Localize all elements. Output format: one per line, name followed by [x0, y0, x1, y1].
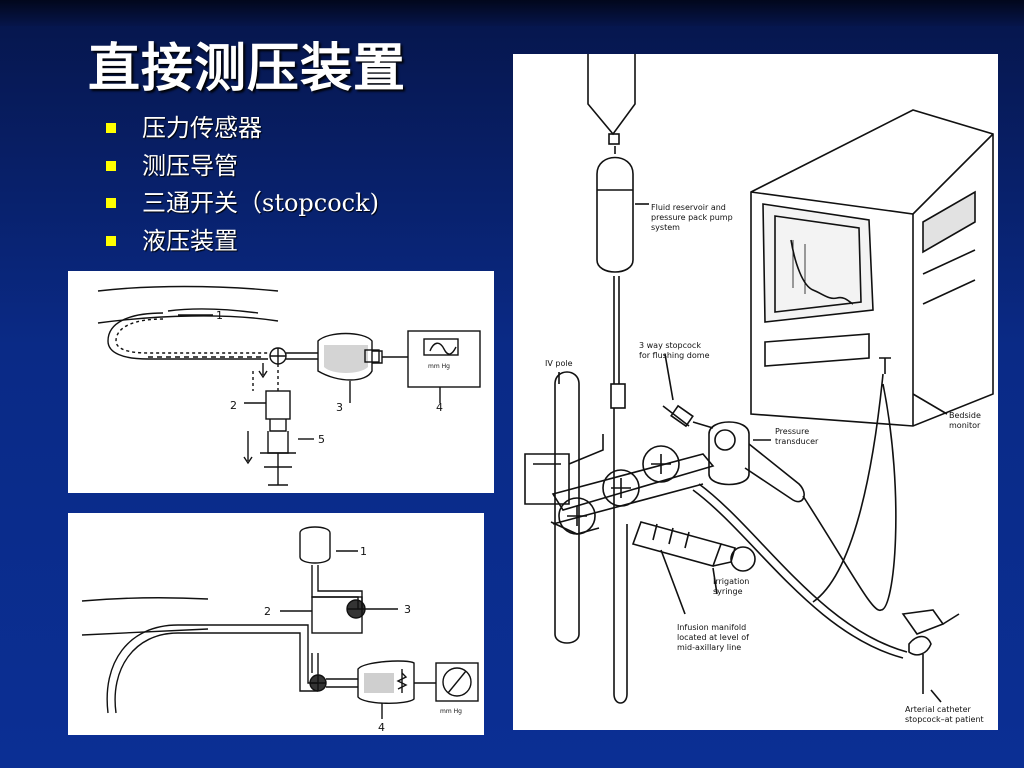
top-band: [0, 0, 1024, 26]
figure-2-label: 3: [404, 603, 411, 616]
stopcock-flush-line: 3 way stopcock: [639, 341, 701, 350]
infusion-manifold-line: located at level of: [677, 633, 749, 642]
stopcock-flush-line: for flushing dome: [639, 351, 710, 360]
arterial-catheter-line: stopcock–at patient: [905, 715, 984, 724]
bullet-marker-icon: [106, 160, 116, 171]
figure-1-label: 2: [230, 399, 237, 412]
bedside-monitor-label: Bedside monitor: [949, 411, 983, 430]
bullet-marker-icon: [106, 235, 116, 246]
figure-bedside-monitoring-illustration: Fluid reservoir and pressure pack pump s…: [513, 54, 998, 730]
bullet-text: 测压导管: [142, 151, 238, 180]
infusion-manifold-line: mid-axillary line: [677, 643, 741, 652]
arterial-catheter-line: Arterial catheter: [905, 705, 971, 714]
figure-2-drawing: 1 2 3 4 mm Hg: [81, 526, 479, 734]
irrigation-syringe-line: Irrigation: [713, 577, 749, 586]
figure-1-drawing: 1 2 3 4 5 mm Hg: [97, 285, 481, 486]
fluid-reservoir-label: Fluid reservoir and pressure pack pump s…: [651, 203, 735, 232]
figure-2-meter-unit: mm Hg: [440, 708, 462, 715]
bullet-item: 液压装置: [104, 223, 379, 261]
pressure-transducer-line: Pressure: [775, 427, 809, 436]
figure-1-label: 4: [436, 401, 443, 414]
figure-1-label: 5: [318, 433, 325, 446]
bullet-text: 三通开关（stopcock): [142, 189, 380, 217]
figure-1-label: 1: [216, 309, 223, 322]
figure-2-label: 4: [378, 721, 385, 734]
infusion-manifold-label: Infusion manifold located at level of mi…: [677, 623, 752, 652]
irrigation-syringe-label: Irrigation syringe: [713, 577, 752, 596]
arterial-catheter-label: Arterial catheter stopcock–at patient: [905, 705, 984, 724]
stopcock-flush-label: 3 way stopcock for flushing dome: [639, 341, 710, 360]
figure-1-meter-unit: mm Hg: [428, 363, 450, 370]
infusion-manifold-line: Infusion manifold: [677, 623, 746, 632]
bullet-text: 液压装置: [142, 226, 238, 255]
bullet-item: 测压导管: [104, 148, 379, 186]
bullet-marker-icon: [106, 123, 116, 133]
fluid-reservoir-line: system: [651, 223, 680, 232]
fluid-reservoir-line: Fluid reservoir and: [651, 203, 726, 212]
bedside-monitor-line: Bedside: [949, 411, 981, 420]
figure-3-drawing: Fluid reservoir and pressure pack pump s…: [524, 54, 994, 724]
pressure-transducer-label: Pressure transducer: [775, 427, 819, 446]
irrigation-syringe-line: syringe: [713, 587, 743, 596]
figure-1-label: 3: [336, 401, 343, 414]
figure-2-label: 1: [360, 545, 367, 558]
slide-title: 直接测压装置: [88, 38, 407, 99]
iv-pole-label: IV pole: [545, 359, 573, 368]
bullet-text: 压力传感器: [142, 114, 262, 142]
bullet-list: 压力传感器 测压导管 三通开关（stopcock) 液压装置: [104, 110, 379, 260]
pressure-transducer-line: transducer: [775, 437, 819, 446]
figure-catheter-system-diagram: 1 2 3 4 5 mm Hg: [68, 271, 494, 493]
figure-2-label: 2: [264, 605, 271, 618]
bedside-monitor-line: monitor: [949, 421, 981, 430]
bullet-item: 三通开关（stopcock): [104, 185, 379, 223]
figure-reservoir-system-diagram: 1 2 3 4 mm Hg: [68, 513, 484, 735]
bullet-marker-icon: [106, 198, 116, 208]
bullet-item: 压力传感器: [104, 110, 379, 148]
fluid-reservoir-line: pressure pack pump: [651, 213, 733, 222]
